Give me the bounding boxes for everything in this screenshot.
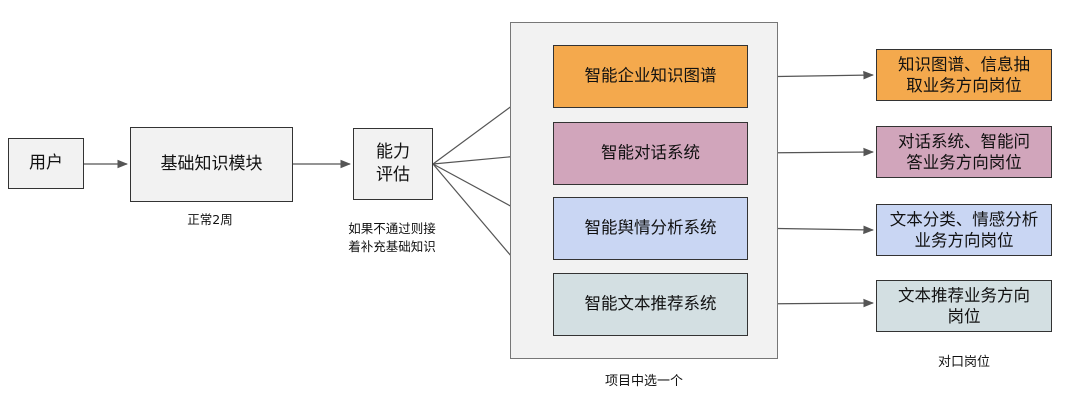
project-knowledge-graph: 智能企业知识图谱	[553, 45, 748, 108]
job-line2: 答业务方向岗位	[906, 153, 1022, 172]
project-dialogue-system: 智能对话系统	[553, 122, 748, 185]
project-label: 智能对话系统	[601, 143, 700, 163]
duration-note: 正常2周	[187, 212, 233, 227]
job-line2: 业务方向岗位	[914, 231, 1014, 250]
project-sentiment-analysis: 智能舆情分析系统	[553, 197, 748, 260]
job-line1: 文本分类、情感分析	[889, 209, 1039, 229]
job-line1: 文本推荐业务方向	[898, 285, 1030, 305]
choose-one-note: 项目中选一个	[604, 374, 683, 389]
user-node: 用户	[8, 138, 84, 189]
project-text-recommendation: 智能文本推荐系统	[553, 273, 748, 336]
job-text-recommendation: 文本推荐业务方向 岗位	[876, 280, 1052, 332]
project-label: 智能文本推荐系统	[584, 294, 717, 314]
fail-supplement-note: 如果不通过则接 着补充基础知识	[348, 221, 436, 255]
project-label: 智能企业知识图谱	[584, 66, 717, 86]
job-line1: 知识图谱、信息抽	[898, 54, 1030, 74]
job-line2: 取业务方向岗位	[906, 76, 1022, 95]
ability-assessment-node: 能力 评估	[353, 128, 433, 200]
job-dialogue-system: 对话系统、智能问 答业务方向岗位	[876, 126, 1052, 178]
job-knowledge-graph: 知识图谱、信息抽 取业务方向岗位	[876, 49, 1052, 101]
job-sentiment-analysis: 文本分类、情感分析 业务方向岗位	[876, 204, 1052, 256]
basic-knowledge-module-node: 基础知识模块	[130, 127, 293, 202]
project-label: 智能舆情分析系统	[584, 218, 717, 238]
job-line1: 对话系统、智能问	[898, 131, 1030, 151]
user-label: 用户	[29, 153, 63, 174]
matching-jobs-note: 对口岗位	[937, 355, 990, 370]
job-line2: 岗位	[947, 307, 981, 326]
module-label: 基础知识模块	[160, 154, 263, 175]
assess-label-line2: 评估	[376, 165, 410, 185]
assess-label-line1: 能力	[376, 142, 410, 163]
